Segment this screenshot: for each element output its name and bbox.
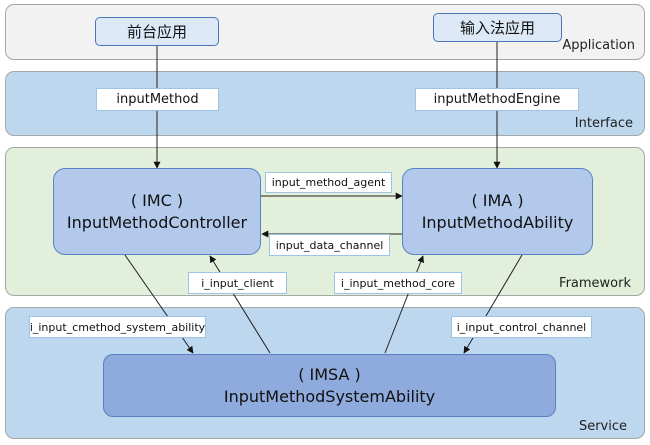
input-method-app-label: 输入法应用 <box>459 19 535 37</box>
input-method-engine-interface-label: inputMethodEngine <box>415 88 579 111</box>
ima-abbr: ( IMA ) <box>471 190 524 210</box>
arrow-ima-to-imsa <box>463 254 523 354</box>
i-input-control-channel-text: i_input_control_channel <box>456 320 587 334</box>
application-layer-label: Application <box>562 38 635 53</box>
i-input-client-label: i_input_client <box>188 272 287 294</box>
framework-layer-label: Framework <box>559 276 631 291</box>
input-method-agent-text: input_method_agent <box>271 176 386 189</box>
i-input-cmethod-system-ability-label: i_input_cmethod_system_ability <box>29 316 206 338</box>
imc-abbr: ( IMC ) <box>130 190 184 210</box>
foreground-app-label: 前台应用 <box>126 23 187 41</box>
input-method-engine-interface-text: inputMethodEngine <box>433 92 561 107</box>
imc-name: InputMethodController <box>66 212 248 232</box>
input-method-app-box: 输入法应用 <box>433 13 562 42</box>
imsa-box: ( IMSA ) InputMethodSystemAbility <box>103 354 556 417</box>
input-method-agent-label: input_method_agent <box>265 172 392 193</box>
arrow-imsa-to-imc <box>209 255 271 354</box>
ima-box: ( IMA ) InputMethodAbility <box>402 168 593 255</box>
i-input-method-core-text: i_input_method_core <box>340 276 456 290</box>
interface-layer-label: Interface <box>574 116 633 131</box>
arrow-imsa-to-ima <box>384 255 424 354</box>
imc-box: ( IMC ) InputMethodController <box>53 168 261 255</box>
input-data-channel-text: input_data_channel <box>275 238 384 252</box>
input-method-interface-label: inputMethod <box>96 88 219 111</box>
i-input-cmethod-system-ability-text: i_input_cmethod_system_ability <box>29 320 206 334</box>
foreground-app-box: 前台应用 <box>95 17 219 46</box>
input-data-channel-label: input_data_channel <box>269 234 390 256</box>
i-input-control-channel-label: i_input_control_channel <box>451 316 592 338</box>
ima-name: InputMethodAbility <box>421 212 574 232</box>
imsa-abbr: ( IMSA ) <box>298 364 361 384</box>
i-input-client-text: i_input_client <box>201 276 274 290</box>
imsa-name: InputMethodSystemAbility <box>223 386 436 406</box>
service-layer-label: Service <box>578 419 627 434</box>
i-input-method-core-label: i_input_method_core <box>334 272 462 294</box>
arrow-imc-to-imsa <box>124 254 194 354</box>
input-method-interface-text: inputMethod <box>116 92 199 107</box>
